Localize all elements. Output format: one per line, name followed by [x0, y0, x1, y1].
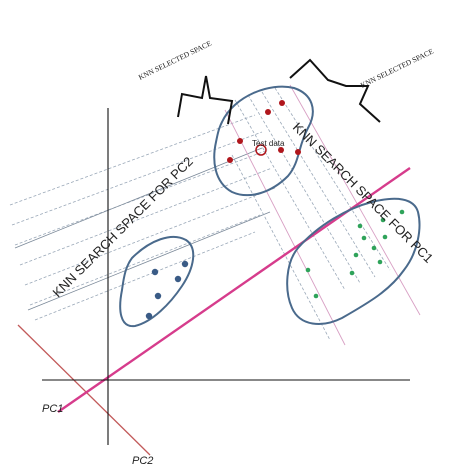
pc2-label: PC2 — [132, 455, 153, 467]
green-point — [399, 209, 405, 215]
test-data-label: Test data — [252, 139, 285, 148]
blue-point — [145, 312, 153, 320]
pc1-label: PC1 — [42, 403, 63, 415]
pc2-search-space-lines — [9, 114, 276, 321]
pc2-axis-line — [17, 324, 151, 456]
green-point — [305, 267, 311, 273]
red-point — [227, 157, 233, 163]
blue-point — [181, 260, 189, 268]
green-point — [313, 293, 319, 299]
red-point — [279, 100, 285, 106]
green-point — [357, 223, 363, 229]
green-cluster-points — [305, 209, 405, 299]
left-selected-space-bracket — [177, 75, 234, 125]
pc1-search-space-lines — [231, 87, 391, 341]
green-point — [382, 234, 388, 240]
green-point — [371, 245, 377, 251]
green-point — [361, 235, 367, 241]
knn-selected-space-label-left: KNN SELECTED SPACE — [137, 38, 213, 81]
green-point — [380, 217, 386, 223]
red-point — [295, 149, 301, 155]
knn-selected-space-label-right: KNN SELECTED SPACE — [359, 46, 435, 89]
right-selected-space-bracket — [289, 58, 381, 123]
knn-search-space-pc2-label: KNN SEARCH SPACE FOR PC2 — [50, 154, 196, 300]
cluster-outline-red — [213, 85, 314, 197]
cluster-outline-green — [286, 197, 421, 325]
red-point — [265, 109, 271, 115]
green-point — [377, 259, 383, 265]
blue-point — [154, 292, 162, 300]
green-point — [349, 270, 355, 276]
knn-search-space-pc1-label: KNN SEARCH SPACE FOR PC1 — [290, 120, 436, 266]
red-point — [237, 138, 243, 144]
blue-cluster-points — [145, 260, 189, 320]
cluster-outline-blue — [119, 235, 195, 328]
test-data-point — [255, 144, 267, 156]
green-point — [353, 252, 359, 258]
blue-point — [174, 275, 182, 283]
red-cluster-points — [227, 100, 301, 163]
pc2-search-space-borders — [14, 147, 271, 311]
blue-point — [151, 268, 159, 276]
red-point — [278, 147, 284, 153]
